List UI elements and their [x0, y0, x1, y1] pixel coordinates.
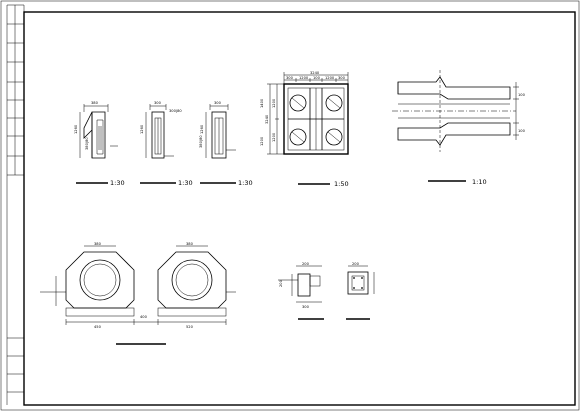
- dimension-label: 300: [154, 101, 162, 105]
- dimension-label: 1200: [325, 76, 335, 80]
- small-detail-1: 200 200 300: [278, 262, 322, 309]
- dimension-label: 400: [140, 315, 148, 319]
- dimension-label: 1200: [299, 76, 309, 80]
- scale-label-plan: 1:50: [334, 180, 349, 188]
- dimension-label: 1200: [272, 132, 276, 142]
- dimension-label: 300: [302, 305, 310, 309]
- dimension-label: 100: [313, 76, 321, 80]
- inner-border: [23, 11, 576, 406]
- dimension-label: 380: [186, 242, 194, 246]
- pipe-section-2: 380 520: [157, 242, 236, 329]
- dimension-label: 520: [186, 325, 194, 329]
- dimension-label: 300: [214, 101, 222, 105]
- dimension-label: 200: [302, 262, 310, 266]
- dimension-label: 300|80: [169, 109, 182, 113]
- manhole-opening-icon: [289, 94, 307, 112]
- dimension-label: 1260: [74, 124, 78, 134]
- dimension-label: 450: [94, 325, 102, 329]
- scale-label-3: 1:30: [238, 179, 253, 187]
- dimension-label: 200: [352, 262, 360, 266]
- dimension-label: 100: [518, 129, 526, 133]
- dimension-label: 1260: [140, 124, 144, 134]
- dimension-label: 380|80: [199, 135, 203, 148]
- detail-view-1: 380 1260 380|80: [74, 101, 118, 159]
- detail-view-2: 300 1260 300|80: [140, 101, 182, 159]
- plan-view: 3240 300 1200 100 1200 300 3240 1200 120…: [260, 71, 349, 155]
- dimension-label: 100: [518, 93, 526, 97]
- detail-view-3: 300 1260 380|80: [199, 101, 236, 159]
- scale-label-1: 1:30: [110, 179, 125, 187]
- manhole-opening-icon: [325, 94, 343, 112]
- small-detail-2: 200: [347, 262, 375, 295]
- joint-section-view: 100 100: [392, 70, 526, 152]
- pipe-section-1: 380 450: [40, 242, 135, 329]
- dimension-label: 380: [91, 101, 99, 105]
- dimension-label: 300: [338, 76, 346, 80]
- title-strip: [6, 4, 25, 405]
- dimension-label: 3240: [265, 114, 269, 124]
- dimension-label: 200: [279, 279, 283, 287]
- dimension-label: 300: [286, 76, 294, 80]
- dimension-label: 380: [94, 242, 102, 246]
- dimension-label: 380|80: [85, 137, 89, 150]
- manhole-opening-icon: [289, 128, 307, 146]
- dimension-label: 1200: [260, 136, 264, 146]
- manhole-opening-icon: [325, 128, 343, 146]
- dimension-label: 1200: [272, 98, 276, 108]
- scale-label-2: 1:30: [178, 179, 193, 187]
- dimension-label: 3240: [310, 71, 320, 75]
- scale-label-section: 1:10: [472, 178, 487, 186]
- dimension-label: 1400: [260, 98, 264, 108]
- dimension-label: 1260: [200, 124, 204, 134]
